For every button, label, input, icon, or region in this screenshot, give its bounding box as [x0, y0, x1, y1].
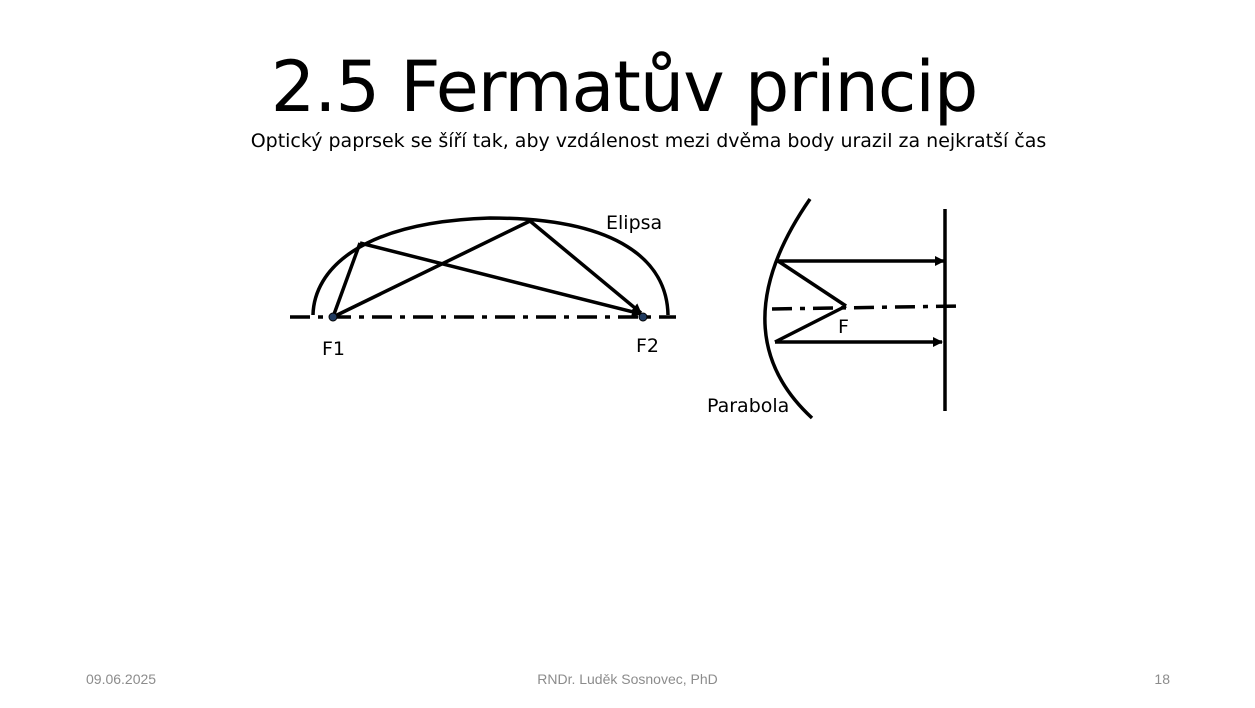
footer-author: RNDr. Luděk Sosnovec, PhD	[537, 671, 718, 687]
ray-upper-to-focus	[777, 259, 847, 308]
ellipse-curve	[311, 216, 670, 316]
slide-title: 2.5 Fermatův princip	[270, 46, 979, 128]
focus-f2-point	[638, 312, 648, 322]
slide-subtitle: Optický paprsek se šíří tak, aby vzdálen…	[250, 130, 1047, 152]
ray-focus-to-lower	[774, 304, 847, 344]
ray-f1-to-upper-left	[331, 242, 362, 318]
parabola-curve	[763, 198, 814, 420]
focus-f1-point	[328, 312, 338, 322]
focus-f1-label: F1	[322, 338, 345, 360]
parabola-focus-label: F	[838, 316, 849, 338]
parabola-diagram: F Parabola	[707, 198, 963, 420]
ray-top-to-f2	[528, 219, 643, 315]
footer-page-number: 18	[1154, 671, 1170, 687]
ellipse-diagram: Elipsa F1 F2	[290, 212, 676, 360]
footer-date: 09.06.2025	[86, 671, 157, 687]
ray-upper-left-to-f2	[359, 241, 642, 317]
parabola-axis	[771, 304, 963, 311]
ellipse-label: Elipsa	[606, 212, 662, 234]
focus-f2-label: F2	[636, 335, 659, 357]
parabola-label: Parabola	[707, 395, 789, 417]
ray-f1-to-top	[332, 219, 531, 319]
